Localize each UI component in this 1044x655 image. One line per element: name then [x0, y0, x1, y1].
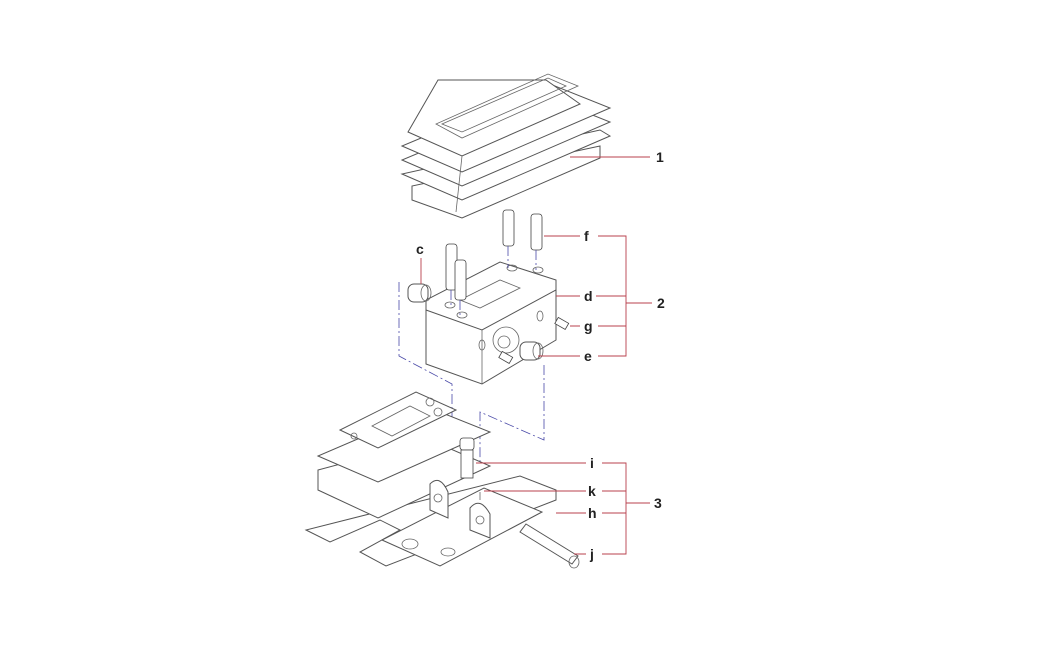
set-screws-part-f [445, 209, 543, 316]
label-g: g [584, 318, 593, 334]
label-h: h [588, 505, 597, 521]
label-j: j [589, 546, 594, 562]
label-3: 3 [654, 495, 662, 511]
bushings-and-grub-screws [407, 283, 570, 365]
leader-lines [420, 156, 652, 555]
label-k: k [588, 483, 596, 499]
label-2: 2 [657, 295, 665, 311]
label-e: e [584, 348, 592, 364]
base-assembly-part-3 [304, 391, 580, 569]
block-part-d [425, 261, 557, 385]
label-d: d [584, 288, 593, 304]
label-f: f [584, 228, 589, 244]
label-c: c [416, 241, 424, 257]
label-1: 1 [656, 149, 664, 165]
bellows-boot-part-1 [400, 73, 612, 219]
label-i: i [590, 455, 594, 471]
